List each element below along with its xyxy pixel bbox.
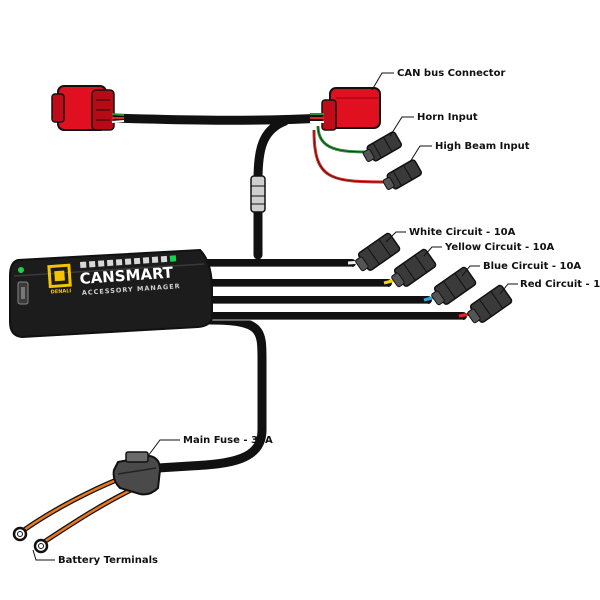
battery-label: Battery Terminals [58, 555, 158, 566]
denali-logo: DENALI [47, 263, 72, 296]
main-cables [103, 113, 467, 473]
fuse-assembly [12, 451, 162, 554]
left-red-connector [51, 85, 125, 131]
blue-leader [461, 265, 480, 277]
can-bus-connector [310, 87, 381, 131]
fuse-holder [112, 454, 162, 496]
white-circuit-label: White Circuit - 10A [409, 227, 516, 238]
fuse-cable [153, 315, 267, 473]
callout-labels: CAN bus Connector Horn Input High Beam I… [58, 68, 600, 566]
red-circuit-connector [467, 284, 513, 324]
yellow-leader [423, 246, 442, 257]
blue-circuit-label: Blue Circuit - 10A [483, 261, 581, 272]
battery-leader [32, 549, 55, 561]
callout-lines [32, 72, 518, 561]
red-leader [499, 283, 518, 295]
blue-circuit-connector [431, 266, 477, 306]
horn-leader [389, 116, 414, 137]
fuse-leader [147, 439, 180, 457]
can-bus-leader [371, 72, 394, 91]
logo-letters: DENALI [51, 288, 72, 295]
cable-highlights [205, 266, 463, 321]
main-fuse-label: Main Fuse - 30A [183, 435, 273, 446]
inline-coupler [250, 175, 266, 213]
can-bus-cable [103, 113, 330, 125]
white-circuit-connector [355, 232, 401, 272]
high-beam-label: High Beam Input [435, 141, 530, 152]
status-light [18, 267, 24, 273]
white-leader [385, 231, 406, 243]
cansmart-module: DENALI CANSMART ACCESSORY MANAGER [9, 248, 213, 339]
high-beam-leader [409, 145, 432, 163]
high-beam-connector [382, 159, 423, 190]
horn-connector [362, 131, 403, 162]
horn-label: Horn Input [417, 112, 478, 123]
segment-bar [80, 255, 177, 268]
can-bus-label: CAN bus Connector [397, 68, 505, 79]
red-circuit-label: Red Circuit - 10A [520, 279, 600, 290]
yellow-circuit-label: Yellow Circuit - 10A [444, 242, 555, 253]
yellow-circuit-connector [391, 248, 437, 288]
